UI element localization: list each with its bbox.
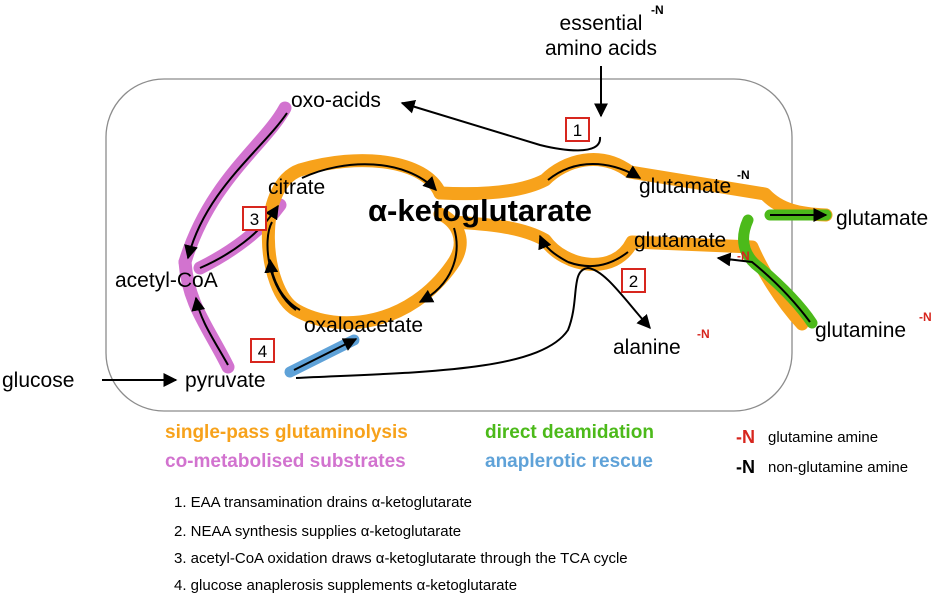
essential-n-tag: -N xyxy=(651,3,664,17)
oxoacids-to-acetylcoa-arrow xyxy=(184,112,288,260)
note-1: 1. EAA transamination drains α-ketogluta… xyxy=(174,494,472,511)
pyruvate-to-acetylcoa-arrow xyxy=(191,296,229,366)
key-glutamine-symbol: -N xyxy=(736,427,755,447)
glucose-label: glucose xyxy=(2,369,74,392)
pyruvate-label: pyruvate xyxy=(185,369,266,392)
svg-text:4: 4 xyxy=(258,342,267,361)
amino-acids-label: amino acids xyxy=(545,37,657,60)
oxo-acids-label: oxo-acids xyxy=(291,89,381,112)
glutamine-label: glutamine xyxy=(815,319,906,342)
svg-text:1: 1 xyxy=(573,121,582,140)
key-nonglutamine-amine: non-glutamine amine xyxy=(768,459,908,476)
oxaloacetate-arc-arrow xyxy=(264,258,301,311)
tca-arc-right-arrow xyxy=(418,227,458,303)
legend-anaplerotic: anaplerotic rescue xyxy=(485,451,653,472)
glutamine-n-tag: -N xyxy=(919,310,932,324)
alanine-label: alanine xyxy=(613,336,681,359)
svg-text:2: 2 xyxy=(629,272,638,291)
badge-1: 1 xyxy=(565,117,590,142)
tca-arc-top-arrow xyxy=(301,163,437,192)
pyruvate-transamination-arrow xyxy=(295,266,651,379)
oxaloacetate-label: oxaloacetate xyxy=(304,314,423,337)
acetyl-coa-label: acetyl-CoA xyxy=(115,269,218,292)
legend-deamidation: direct deamidation xyxy=(485,422,654,443)
glutamate-out-label: glutamate xyxy=(836,207,928,230)
badge-4: 4 xyxy=(250,338,275,363)
badge-2: 2 xyxy=(621,268,646,293)
citrate-label: citrate xyxy=(268,176,325,199)
glutamate-loop-arrow xyxy=(567,251,629,268)
key-glutamine-amine: glutamine amine xyxy=(768,429,878,446)
glutamate-upper-label: glutamate xyxy=(639,175,731,198)
akg-label: α-ketoglutarate xyxy=(368,193,592,228)
acetylcoa-to-citrate-arrow xyxy=(199,204,279,269)
transamination-arrow xyxy=(400,99,602,152)
badge-3: 3 xyxy=(242,206,267,231)
alanine-n-tag: -N xyxy=(697,327,710,341)
reaction-arrows xyxy=(102,66,828,387)
note-2: 2. NEAA synthesis supplies α-ketoglutara… xyxy=(174,523,461,540)
essential-label: essential xyxy=(560,12,643,35)
glutamine-deamidation-arrow xyxy=(716,252,811,323)
glutamate-formation-arrow xyxy=(547,163,642,181)
cell-boundary xyxy=(105,78,793,412)
anaplerotic-arrow xyxy=(293,338,358,371)
glutamate-lower-label: glutamate xyxy=(634,229,726,252)
glutamate-lower-n-tag: -N xyxy=(737,249,750,263)
key-nonglutamine-symbol: -N xyxy=(736,457,755,477)
akg-from-glutamate-arrow xyxy=(538,234,569,263)
legend-glutaminolysis: single-pass glutaminolysis xyxy=(165,422,408,443)
note-4: 4. glucose anaplerosis supplements α-ket… xyxy=(174,577,517,594)
note-3: 3. acetyl-CoA oxidation draws α-ketoglut… xyxy=(174,550,628,567)
glutamate-upper-n-tag: -N xyxy=(737,168,750,182)
svg-text:3: 3 xyxy=(250,210,259,229)
legend-cometabolised: co-metabolised substrates xyxy=(165,451,406,472)
